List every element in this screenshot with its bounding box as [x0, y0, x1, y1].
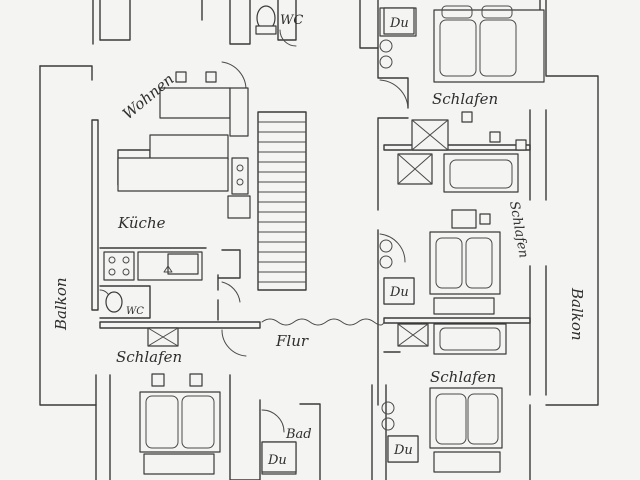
- label-schlafen-bottom-right: Schlafen: [430, 368, 496, 386]
- label-wc-kitchen: WC: [126, 306, 144, 317]
- bedroom-mid-right-furniture: [379, 111, 527, 315]
- shower-boxes: [261, 7, 419, 473]
- label-du-mid-right: Du: [389, 285, 409, 300]
- label-flur: Flur: [275, 332, 309, 350]
- living-furniture: [149, 71, 249, 161]
- flur-curtain-line: [261, 318, 385, 326]
- label-wc-top: WC: [280, 13, 303, 28]
- door-swings: [99, 29, 409, 433]
- label-balkon-left: Balkon: [52, 277, 70, 331]
- label-schlafen-bottom-left: Schlafen: [116, 348, 182, 366]
- label-du-bottom-left: Du: [267, 453, 287, 468]
- kitchen-fixtures: [103, 157, 251, 281]
- staircase: [257, 111, 307, 291]
- wc-top-fixtures: [255, 5, 277, 35]
- label-du-bottom-right: Du: [393, 443, 413, 458]
- label-balkon-right: Balkon: [568, 287, 586, 341]
- label-schlafen-mid-right: Schlafen: [506, 200, 531, 259]
- label-bad: Bad: [285, 427, 312, 442]
- label-schlafen-top-right: Schlafen: [432, 90, 498, 108]
- label-kueche: Küche: [117, 214, 166, 232]
- wc-kitchen-fixtures: [105, 291, 123, 313]
- label-du-top-right: Du: [389, 16, 409, 31]
